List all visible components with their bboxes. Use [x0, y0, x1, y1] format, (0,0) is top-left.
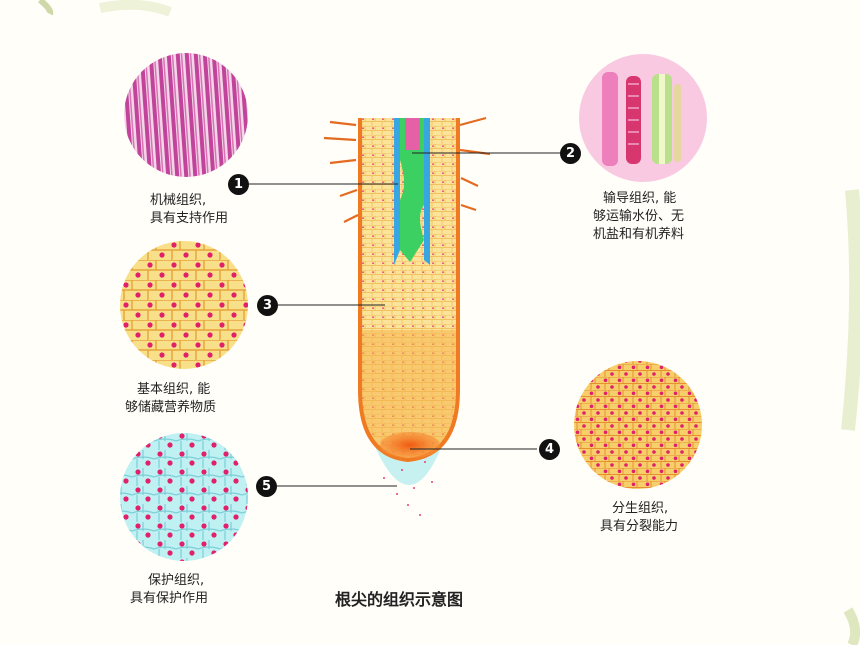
label-line: 机械组织, — [150, 193, 207, 208]
label-meristem-tissue: 分生组织, 具有分裂能力 — [600, 500, 678, 536]
label-line: 够运输水份、无 — [593, 209, 685, 224]
root-tip — [323, 116, 491, 516]
meristem-tissue-circle — [574, 361, 702, 489]
leader-lines — [249, 152, 561, 487]
marker-4: 4 — [539, 439, 560, 460]
label-mechanical-tissue: 机械组织, 具有支持作用 — [150, 192, 228, 228]
label-line: 机盐和有机养料 — [593, 227, 685, 242]
label-ground-tissue: 基本组织, 能 够储藏营养物质 — [125, 381, 216, 417]
marker-1: 1 — [228, 174, 249, 195]
conducting-tissue-circle — [579, 54, 707, 182]
label-line: 具有支持作用 — [150, 211, 229, 226]
label-protective-tissue: 保护组织, 具有保护作用 — [130, 572, 208, 608]
marker-5: 5 — [256, 476, 277, 497]
marker-3: 3 — [257, 295, 278, 316]
label-line: 够储藏营养物质 — [125, 400, 217, 415]
diagram-title: 根尖的组织示意图 — [335, 590, 464, 609]
label-line: 基本组织, 能 — [137, 382, 211, 397]
ground-tissue-circle — [120, 241, 248, 369]
marker-2: 2 — [560, 143, 581, 164]
label-line: 分生组织, — [612, 501, 669, 516]
label-conducting-tissue: 输导组织, 能 够运输水份、无 机盐和有机养料 — [593, 190, 684, 244]
mechanical-tissue-circle — [124, 53, 248, 177]
label-line: 具有分裂能力 — [600, 519, 679, 534]
label-line: 输导组织, 能 — [603, 191, 677, 206]
protective-tissue-circle — [120, 433, 248, 561]
label-line: 具有保护作用 — [130, 591, 209, 606]
label-line: 保护组织, — [148, 573, 205, 588]
